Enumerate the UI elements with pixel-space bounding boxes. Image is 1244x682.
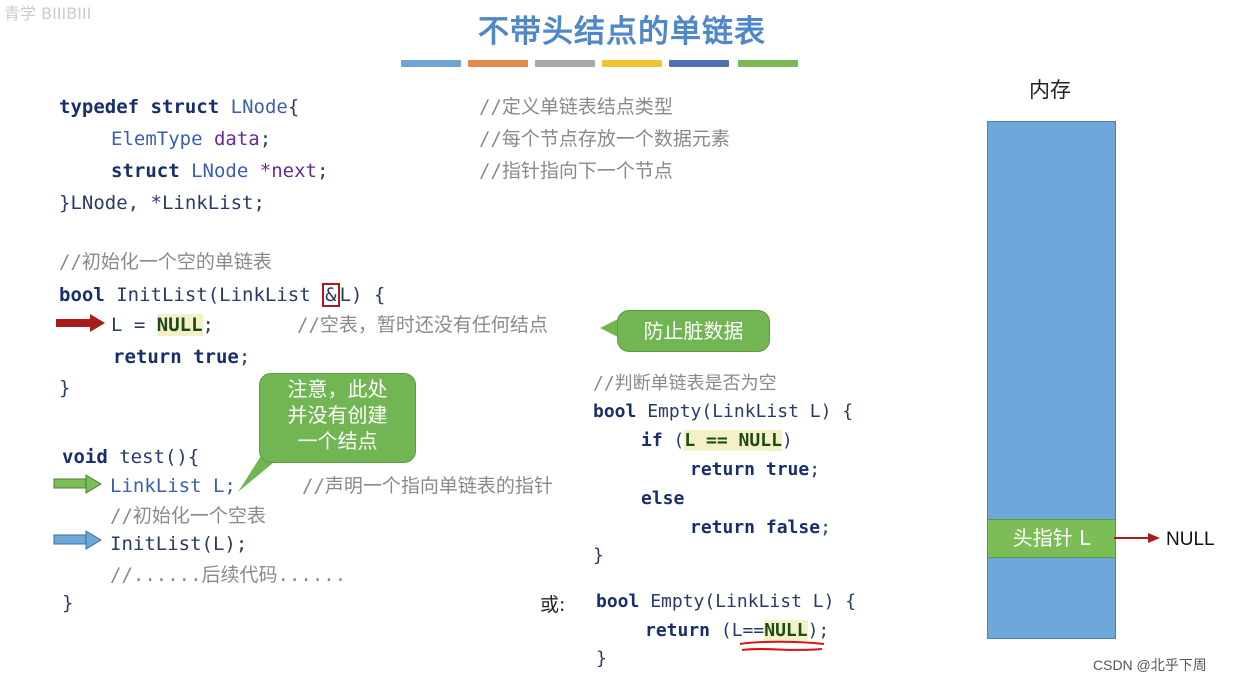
callout-note-line-3: 一个结点 bbox=[297, 429, 378, 453]
test-close: } bbox=[62, 592, 74, 614]
watermark: CSDN @北乎下周 bbox=[1093, 657, 1207, 673]
null-label: NULL bbox=[1166, 529, 1215, 550]
empty1-else: else bbox=[641, 488, 685, 509]
test-line-1-comment: //声明一个指向单链表的指针 bbox=[302, 475, 553, 497]
callout-dirty-data: 防止脏数据 bbox=[617, 310, 770, 352]
slide-title: 不带头结点的单链表 bbox=[478, 14, 766, 50]
typedef-line-1: typedef struct LNode{ bbox=[59, 96, 300, 118]
memory-label: 内存 bbox=[1029, 78, 1071, 102]
memory-block bbox=[987, 121, 1116, 639]
typedef-comment-2: //每个节点存放一个数据元素 bbox=[479, 128, 730, 150]
init-line-2-comment: //空表，暂时还没有任何结点 bbox=[297, 314, 548, 336]
typedef-comment-3: //指针指向下一个节点 bbox=[479, 160, 673, 182]
callout-note-line-2: 并没有创建 bbox=[287, 403, 388, 427]
empty1-if: if (L == NULL) bbox=[641, 430, 793, 451]
logo-text: 青学 BIIIBIII bbox=[4, 4, 92, 23]
ampersand-highlight: & bbox=[322, 283, 340, 307]
empty-comment: //判断单链表是否为空 bbox=[593, 373, 777, 394]
green-arrow-icon bbox=[53, 474, 102, 494]
test-line-3: InitList(L); bbox=[110, 533, 248, 555]
blue-arrow-icon bbox=[53, 530, 102, 550]
typedef-comment-1: //定义单链表结点类型 bbox=[479, 96, 673, 118]
test-line-4: //......后续代码...... bbox=[110, 564, 347, 586]
empty1-return-true: return true; bbox=[690, 459, 821, 480]
init-line-2: L = NULL; bbox=[111, 314, 214, 336]
test-line-2-comment: //初始化一个空表 bbox=[110, 505, 266, 527]
empty2-close: } bbox=[596, 648, 607, 669]
head-pointer-cell: 头指针 L bbox=[987, 519, 1116, 558]
init-close: } bbox=[59, 377, 71, 399]
test-signature: void test(){ bbox=[62, 446, 200, 468]
test-line-1: LinkList L; bbox=[110, 475, 236, 497]
red-arrow-icon bbox=[56, 314, 105, 332]
typedef-line-4: }LNode, *LinkList; bbox=[59, 192, 265, 214]
or-label: 或: bbox=[540, 594, 566, 616]
init-comment: //初始化一个空的单链表 bbox=[59, 251, 272, 273]
empty1-return-false: return false; bbox=[690, 517, 831, 538]
empty2-return: return (L==NULL); bbox=[645, 620, 830, 641]
typedef-line-2: ElemType data; bbox=[111, 128, 272, 150]
callout-note-line-1: 注意，此处 bbox=[287, 377, 388, 401]
empty1-signature: bool Empty(LinkList L) { bbox=[593, 401, 854, 422]
typedef-line-3: struct LNode *next; bbox=[111, 160, 329, 182]
red-underline-icon bbox=[739, 640, 825, 651]
callout-note: 注意，此处 并没有创建 一个结点 bbox=[259, 373, 416, 463]
pointer-arrow-icon bbox=[1114, 533, 1160, 543]
init-signature: bool InitList(LinkList &L) { bbox=[59, 283, 386, 307]
callout-pointer bbox=[600, 318, 620, 338]
init-line-3: return true; bbox=[113, 346, 251, 368]
empty1-close: } bbox=[593, 545, 604, 566]
empty2-signature: bool Empty(LinkList L) { bbox=[596, 591, 857, 612]
